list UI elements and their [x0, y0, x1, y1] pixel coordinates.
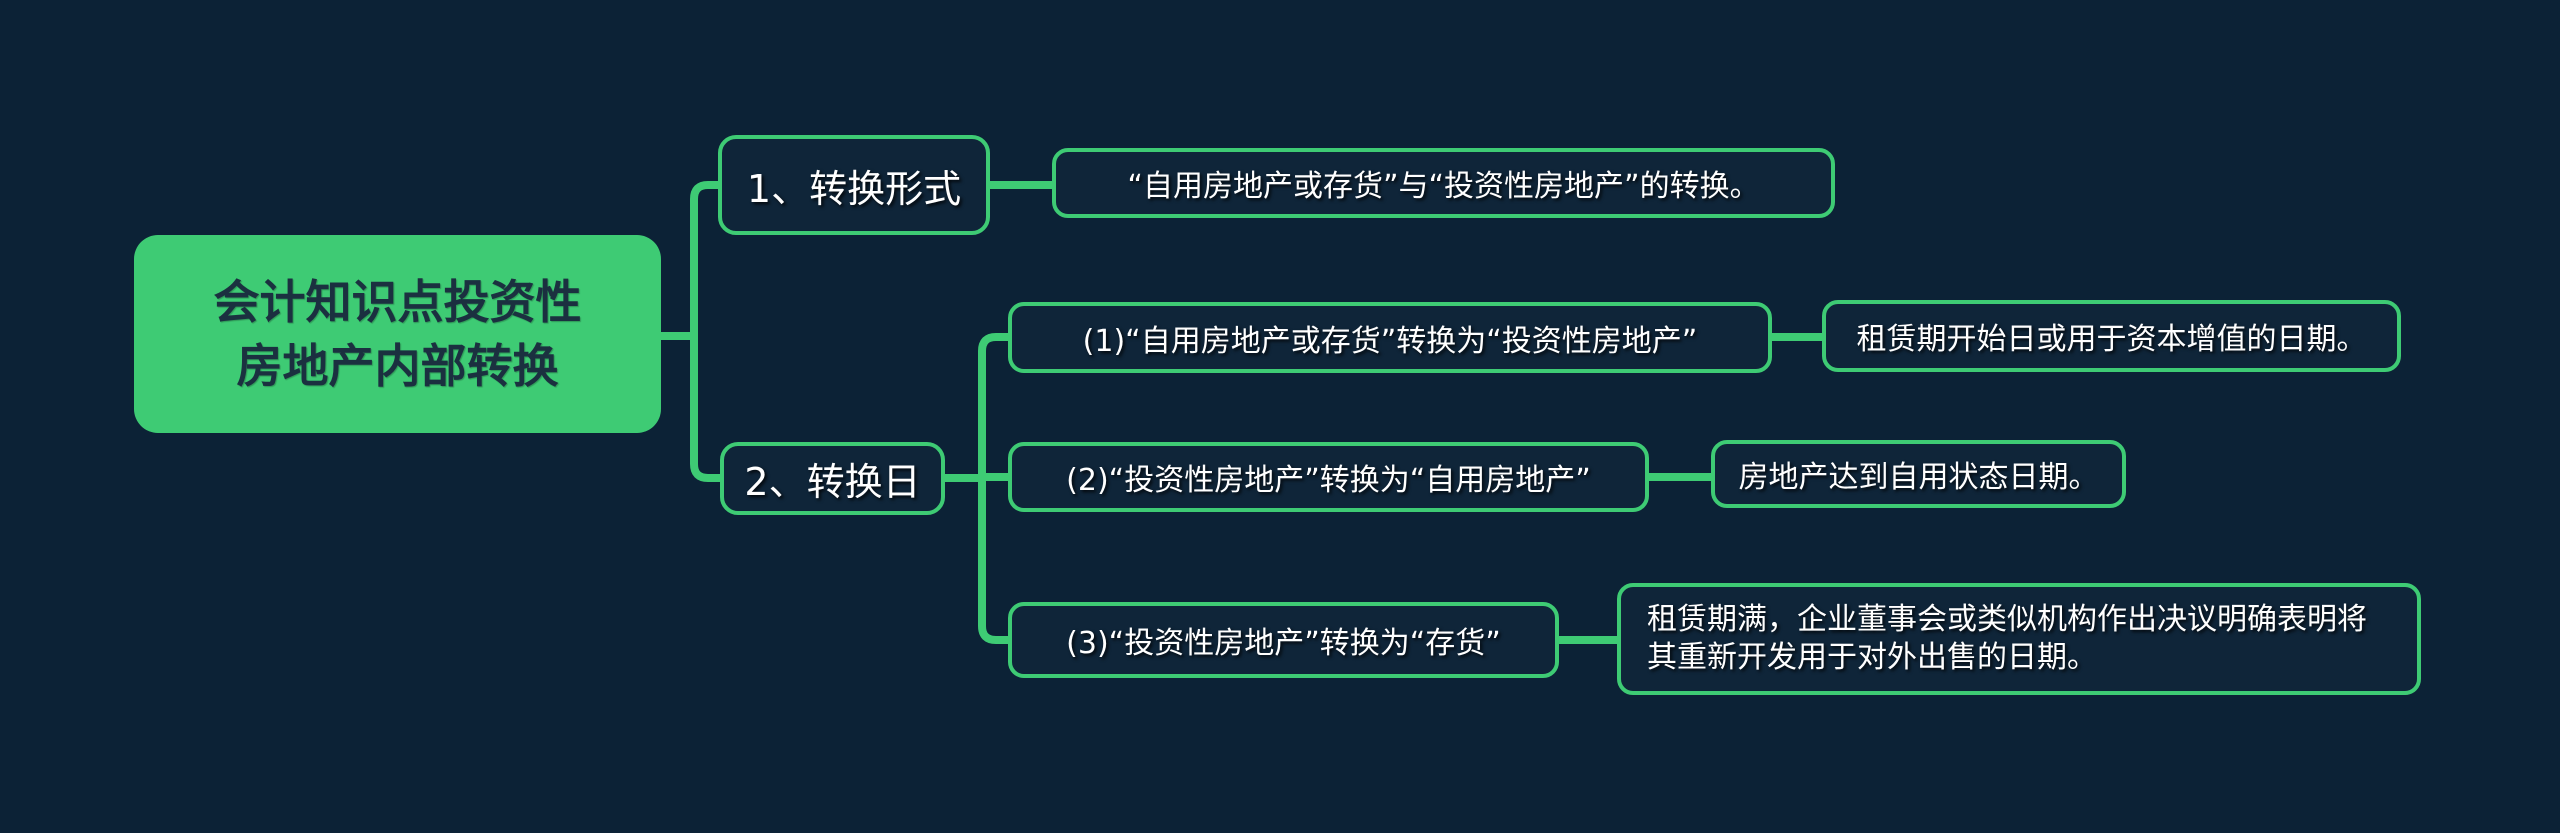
- connector-trunk-dates: [978, 333, 1008, 644]
- root-node-label-line1: 会计知识点投资性: [213, 275, 582, 329]
- child-node-date-item2[interactable]: (2)“投资性房地产”转换为“自用房地产”: [1008, 442, 1649, 512]
- child-node-date-item3[interactable]: (3)“投资性房地产”转换为“存货”: [1008, 602, 1559, 678]
- root-node-label-line2: 房地产内部转换: [236, 339, 559, 393]
- connector-trunk-branches: [690, 181, 720, 482]
- leaf-node-date-item2-note[interactable]: 房地产达到自用状态日期。: [1711, 440, 2126, 508]
- root-node[interactable]: 会计知识点投资性 房地产内部转换: [134, 235, 661, 433]
- branch-node-conversion-date[interactable]: 2、转换日: [720, 442, 945, 515]
- child-node-date-item1[interactable]: (1)“自用房地产或存货”转换为“投资性房地产”: [1008, 302, 1772, 373]
- branch-node-conversion-form[interactable]: 1、转换形式: [718, 135, 990, 235]
- leaf-node-conversion-form-desc[interactable]: “自用房地产或存货”与“投资性房地产”的转换。: [1052, 148, 1835, 218]
- leaf-node-date-item1-note[interactable]: 租赁期开始日或用于资本增值的日期。: [1822, 300, 2401, 372]
- leaf-node-date-item3-note[interactable]: 租赁期满，企业董事会或类似机构作出决议明确表明将其重新开发用于对外出售的日期。: [1617, 583, 2421, 695]
